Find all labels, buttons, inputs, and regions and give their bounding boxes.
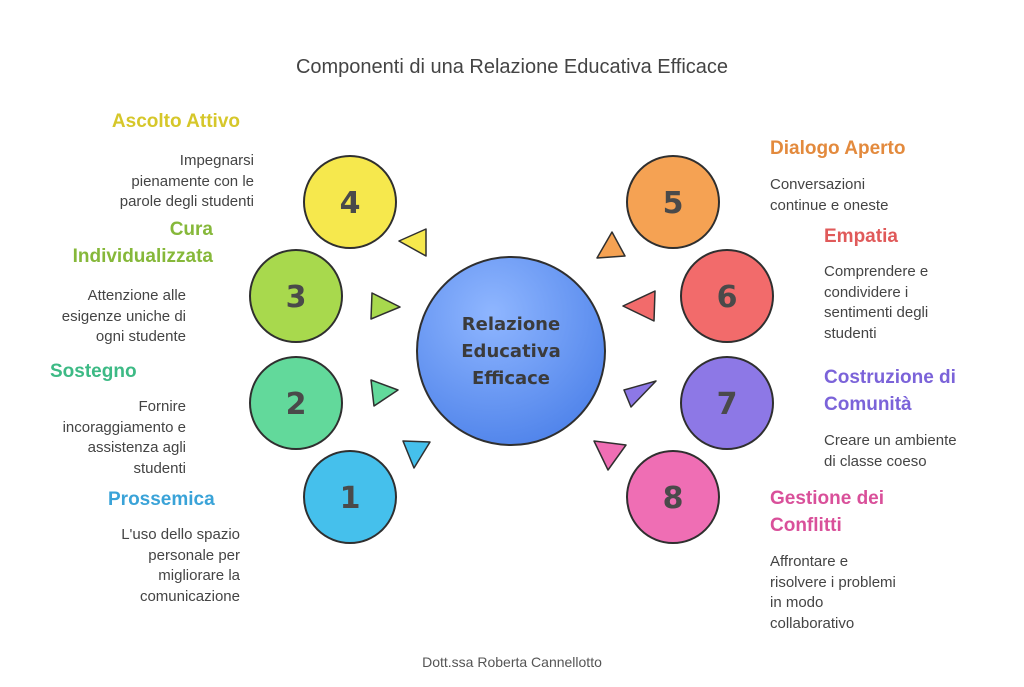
- desc-line: migliorare la: [158, 567, 240, 584]
- desc-line: Attenzione alle: [87, 287, 186, 304]
- arrow-icon: [623, 380, 657, 408]
- arrow-icon: [402, 440, 431, 469]
- node-2: 2: [249, 356, 343, 450]
- node-number: 4: [340, 186, 361, 221]
- desc-line: Creare un ambiente: [824, 432, 957, 449]
- desc-line: personale per: [148, 546, 240, 564]
- arrow-icon: [370, 292, 401, 320]
- heading-text: Dialogo Aperto: [770, 138, 906, 159]
- desc-line: Impegnarsi: [179, 152, 254, 169]
- heading-text: Prossemica: [108, 489, 215, 510]
- desc-line: condividere i: [824, 283, 909, 301]
- node-circle: [303, 450, 397, 544]
- heading-prossemica: Prossemica: [108, 486, 268, 513]
- node-circle: [303, 155, 397, 249]
- author-credit: Dott.ssa Roberta Cannellotto: [422, 654, 602, 670]
- heading-line: Conflitti: [770, 515, 842, 536]
- node-8: 8: [626, 450, 720, 544]
- node-4: 4: [303, 155, 397, 249]
- node-number: 3: [286, 280, 307, 315]
- desc-line: comunicazione: [139, 587, 240, 605]
- desc-line: assistenza agli: [87, 439, 186, 456]
- node-number: 7: [717, 387, 738, 422]
- center-label-line-1: Relazione: [462, 314, 560, 335]
- heading-line: Gestione dei: [770, 488, 885, 509]
- arrow-icon: [593, 440, 627, 471]
- node-number: 1: [340, 481, 361, 516]
- desc-line: ogni studente: [95, 328, 186, 345]
- diagram-title: Componenti di una Relazione Educativa Ef…: [295, 56, 729, 78]
- node-circle: [249, 249, 343, 343]
- desc-cura-individualizzata: Attenzione alle esigenze uniche di ogni …: [20, 286, 186, 348]
- node-3: 3: [249, 249, 343, 343]
- node-number: 2: [286, 387, 307, 422]
- node-number: 6: [717, 280, 738, 315]
- desc-line: incoraggiamento e: [62, 418, 186, 436]
- arrow-icon: [398, 228, 427, 257]
- desc-line: parole degli studenti: [119, 193, 254, 210]
- heading-text: Sostegno: [50, 361, 137, 382]
- heading-ascolto-attivo: Ascolto Attivo: [40, 108, 240, 135]
- desc-line: collaborativo: [770, 614, 855, 632]
- desc-empatia: Comprendere e condividere i sentimenti d…: [824, 262, 1004, 344]
- desc-prossemica: L'uso dello spazio personale per miglior…: [60, 525, 240, 607]
- arrow-icon: [622, 290, 656, 322]
- heading-line: Costruzione di: [824, 367, 956, 388]
- desc-line: Affrontare e: [770, 553, 849, 570]
- center-label-line-2: Educativa: [461, 341, 560, 362]
- node-circle: [249, 356, 343, 450]
- heading-cura-individualizzata: Cura Individualizzata: [20, 216, 213, 270]
- heading-dialogo-aperto: Dialogo Aperto: [770, 135, 990, 162]
- desc-line: studenti: [824, 324, 877, 342]
- desc-dialogo-aperto: Conversazioni continue e oneste: [770, 175, 970, 216]
- desc-line: sentimenti degli: [824, 304, 929, 321]
- desc-line: risolvere i problemi: [770, 573, 896, 591]
- node-number: 8: [663, 481, 684, 516]
- node-number: 5: [663, 186, 684, 221]
- heading-gestione-conflitti: Gestione dei Conflitti: [770, 485, 970, 539]
- desc-ascolto-attivo: Impegnarsi pienamente con le parole degl…: [60, 151, 254, 213]
- node-circle: [626, 450, 720, 544]
- desc-line: Fornire: [138, 398, 186, 415]
- node-5: 5: [626, 155, 720, 249]
- heading-empatia: Empatia: [824, 223, 1004, 250]
- desc-sostegno: Fornire incoraggiamento e assistenza agl…: [20, 397, 186, 479]
- center-circle: [416, 256, 606, 446]
- desc-line: continue e oneste: [770, 196, 889, 214]
- heading-text: Empatia: [824, 226, 898, 247]
- node-6: 6: [680, 249, 774, 343]
- heading-text: Ascolto Attivo: [111, 111, 240, 132]
- desc-line: pienamente con le: [131, 172, 254, 190]
- desc-gestione-conflitti: Affrontare e risolvere i problemi in mod…: [770, 552, 970, 634]
- desc-line: Conversazioni: [770, 176, 866, 193]
- desc-line: in modo: [770, 594, 824, 611]
- node-circle: [680, 249, 774, 343]
- heading-line: Comunità: [824, 394, 912, 415]
- heading-sostegno: Sostegno: [50, 358, 210, 385]
- center-label-line-3: Efficace: [472, 368, 550, 389]
- desc-line: di classe coeso: [824, 452, 927, 470]
- heading-costruzione-comunita: Costruzione di Comunità: [824, 364, 1004, 418]
- arrow-icon: [596, 231, 626, 259]
- node-7: 7: [680, 356, 774, 450]
- desc-line: esigenze uniche di: [61, 307, 186, 325]
- desc-line: L'uso dello spazio: [121, 526, 240, 543]
- desc-costruzione-comunita: Creare un ambiente di classe coeso: [824, 431, 1004, 472]
- node-circle: [626, 155, 720, 249]
- heading-line: Cura: [169, 219, 213, 240]
- heading-line: Individualizzata: [72, 246, 213, 267]
- node-1: 1: [303, 450, 397, 544]
- arrow-icon: [370, 379, 399, 407]
- node-circle: [680, 356, 774, 450]
- desc-line: Comprendere e: [824, 263, 929, 280]
- desc-line: studenti: [133, 459, 186, 477]
